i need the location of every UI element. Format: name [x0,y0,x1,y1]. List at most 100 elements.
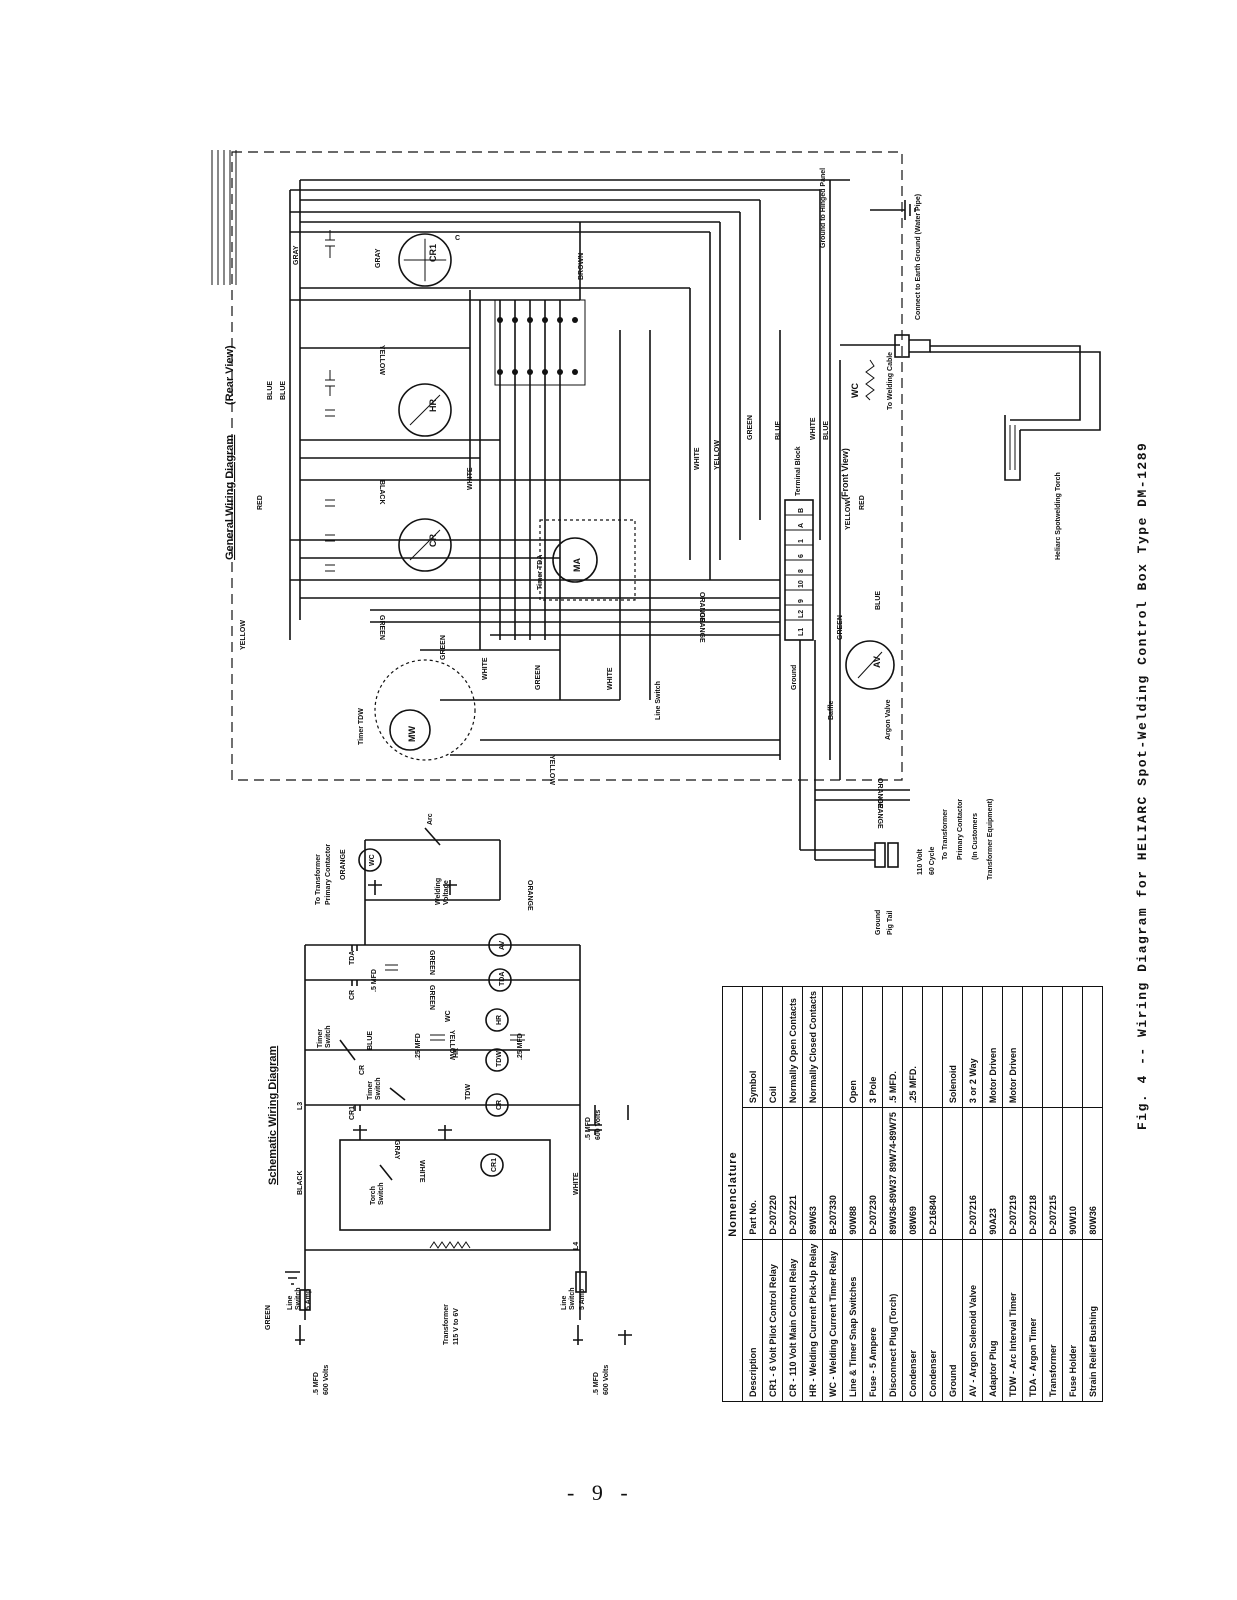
schematic-green-3: GREEN [428,985,435,1010]
schematic-fuse-bottom [575,1271,587,1293]
supply-label-1: 110 Volt [917,848,924,875]
motor-mw [389,709,431,751]
schematic-tdw [485,1048,509,1072]
schematic-tda-contact: TDA [349,951,356,965]
supply-plug [874,842,886,868]
wire-white-3: WHITE [607,667,614,690]
cell-part-no: 89W36-89W37 89W74-89W75 [882,1107,903,1240]
cell-description: HR - Welding Current Pick-Up Relay [802,1239,823,1402]
wire-blue-4: BLUE [823,421,830,440]
line-switch-bottom-1: Line [561,1296,568,1310]
wire-blue-5: BLUE [875,591,882,610]
line-switch-bottom-3: 5 Amp [579,1289,586,1310]
cell-description: CR - 110 Volt Main Control Relay [782,1239,803,1402]
cell-part-no: 90W88 [842,1107,863,1240]
transformer-note-3: (In Customers [972,813,979,860]
cell-symbol: .5 MFD. [882,986,903,1108]
wire-blue: BLUE [267,381,274,400]
cell-part-no: 89W63 [802,1107,823,1240]
col-description: Description [742,1239,763,1402]
cell-description: TDA - Argon Timer [1022,1239,1043,1402]
cell-symbol [822,986,843,1108]
schematic-tdw-contact: TDW [465,1084,472,1100]
ground-pig-tail-2: Pig Tail [887,911,894,935]
transformer-winding [429,1241,471,1249]
wire-yellow-4: YELLOW [714,440,721,470]
wire-green-2: GREEN [440,635,447,660]
schematic-yellow: YELLOW [448,1030,455,1060]
panel-edge [211,150,237,285]
wire-yellow-3: YELLOW [548,755,555,785]
torch-switch-1: Torch [370,1186,377,1205]
cell-symbol: Motor Driven [982,986,1003,1108]
schematic-wiring-diagram: Schematic Wiring Diagram WC Arc AV TDA H… [265,813,632,1395]
timer-switch-1: Timer [367,1081,374,1100]
cell-part-no: D-207221 [782,1107,803,1240]
to-welding-cable-label: To Welding Cable [887,352,894,410]
schematic-blue: BLUE [367,1031,374,1050]
cell-symbol: 3 or 2 Way [962,986,983,1108]
cr-label: CR [428,534,438,547]
line-switch-top-2: Switch [295,1287,302,1310]
wc-coil [865,359,875,401]
rear-view-label: (Rear View) [224,345,236,405]
cell-symbol: Open [842,986,863,1108]
terminal-l2: L2 [798,610,805,618]
wire-gray-2: GRAY [375,248,382,268]
wire-blue-3: BLUE [775,421,782,440]
wire-green-4: GREEN [747,415,754,440]
cell-symbol: Normally Closed Contacts [802,986,823,1108]
enclosure-outline [231,151,903,781]
wire-white: WHITE [467,467,474,490]
cell-symbol [1022,986,1043,1108]
cap-top-1: .5 MFD [313,1372,320,1395]
nomenclature-table: Nomenclature Description Part No. Symbol… [722,986,1103,1402]
cap-bottom-2: 600 Volts [603,1365,610,1395]
schematic-l3: L3 [297,1102,304,1110]
timer-tdw-label: Timer TDW [358,708,365,745]
cell-part-no [942,1107,963,1240]
ma-label: MA [572,558,582,572]
svg-text:C: C [455,235,460,242]
terminal-10: 10 [798,580,805,588]
schematic-av-label: AV [499,940,506,950]
schematic-orange: ORANGE [526,880,533,911]
schematic-tdw-label: TDW [496,1051,503,1067]
line-switch-label: Line Switch [655,681,662,720]
schematic-cr-contact: CR [349,990,356,1000]
connect-earth-label: Connect to Earth Ground (Water Pipe) [915,194,922,320]
schematic-mfd25: .25 MFD [415,1033,422,1060]
cell-description: Disconnect Plug (Torch) [882,1239,903,1402]
table-row: Disconnect Plug (Torch)89W36-89W37 89W74… [882,986,903,1402]
schematic-cr-label: CR [496,1100,503,1110]
terminal-block: B A 1 6 8 10 9 L2 L1 Terminal Block [784,446,814,641]
schematic-l4: L4 [573,1242,580,1250]
col-symbol: Symbol [742,986,763,1108]
cell-description: AV - Argon Solenoid Valve [962,1239,983,1402]
mw-label: MW [407,726,417,742]
timer-tdw: MW Timer TDW [358,659,476,761]
cell-part-no: D-207218 [1022,1107,1043,1240]
terminal-b: B [798,508,805,513]
wc-label: WC [850,383,860,398]
wire-blue-2: BLUE [280,381,287,400]
schematic-white: WHITE [573,1172,580,1195]
cell-description: Condenser [902,1239,923,1402]
cell-part-no: D-207219 [1002,1107,1023,1240]
timer-switch-4: Switch [325,1025,332,1048]
primary-contactor-1: To Transformer [315,854,322,905]
cell-part-no: 90W10 [1062,1107,1083,1240]
bottom-leads [799,640,910,868]
baffle-label: Baffle [828,700,835,720]
terminal-l1: L1 [798,628,805,636]
cell-description: Condenser [922,1239,943,1402]
col-part-no: Part No. [742,1107,763,1240]
